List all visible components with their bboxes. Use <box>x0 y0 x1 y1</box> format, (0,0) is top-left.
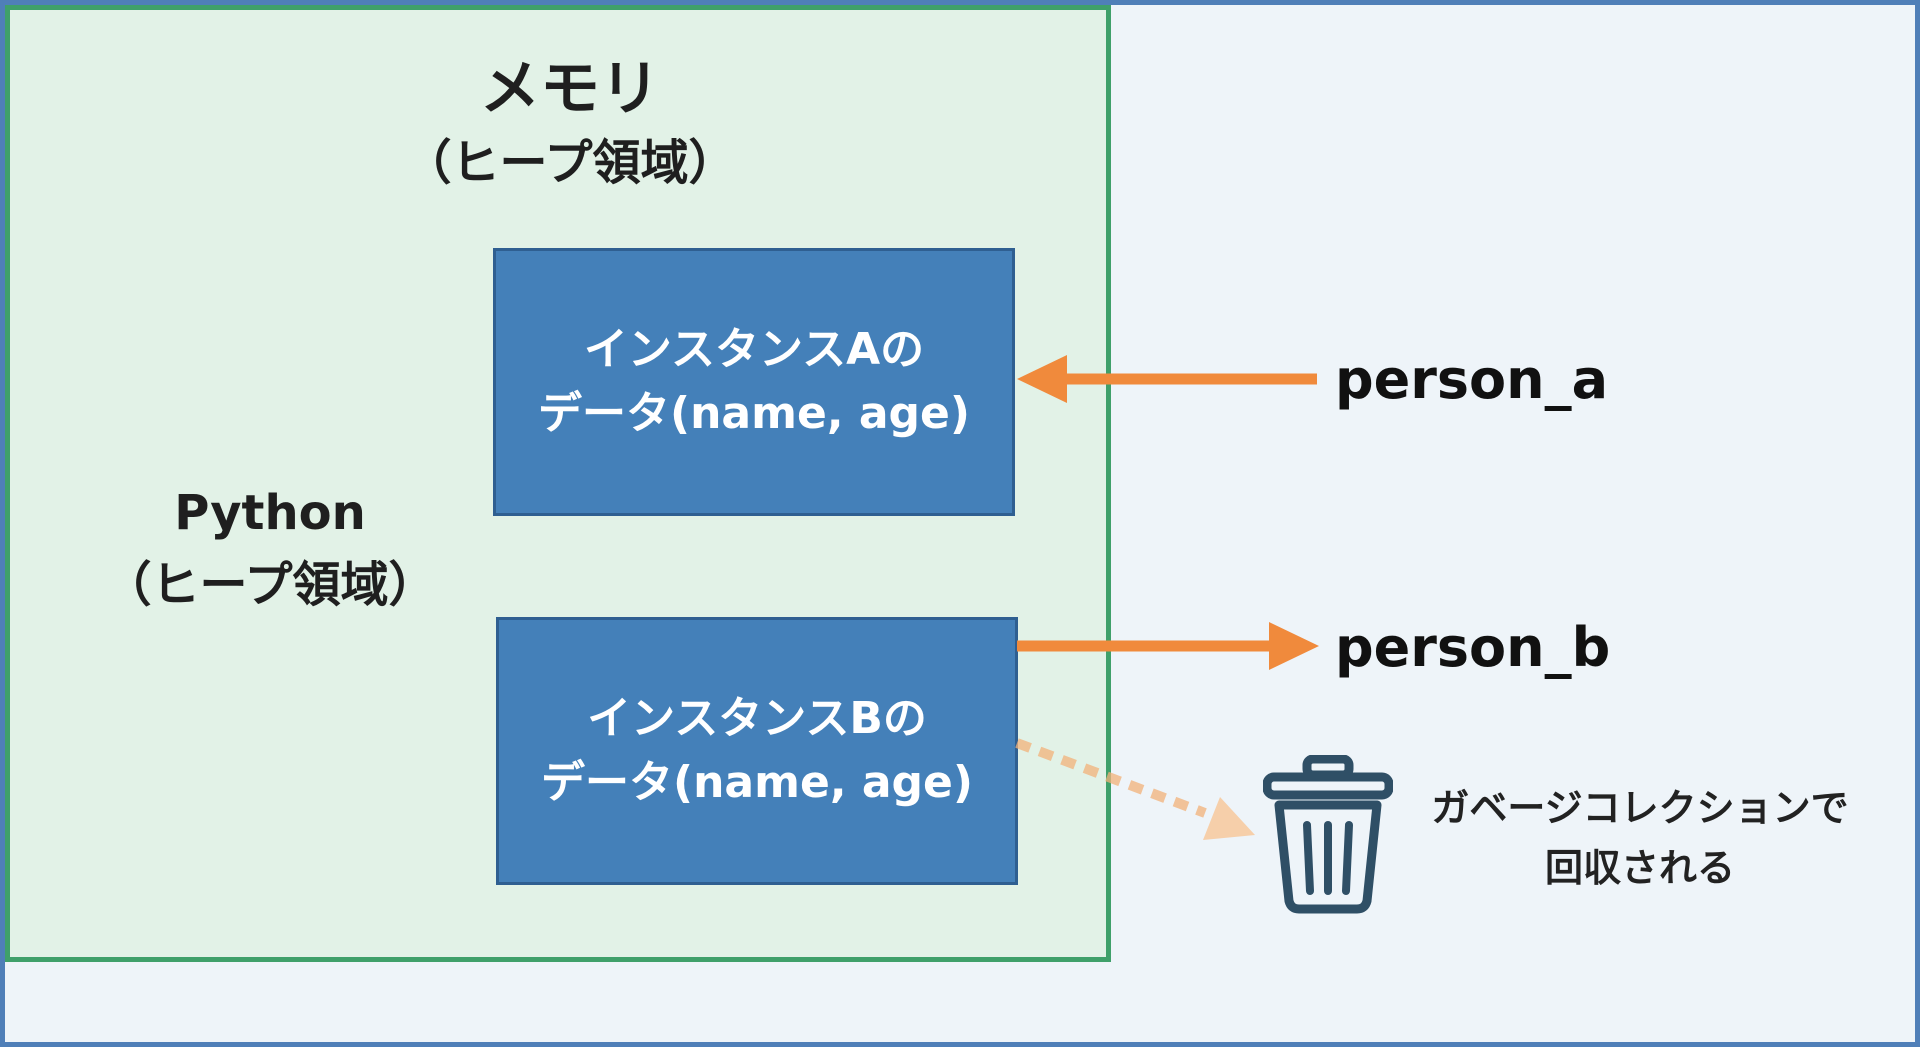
arrow-instance-b-to-trash <box>1015 738 1255 840</box>
arrow-person-a-to-instance-a <box>1017 355 1317 403</box>
python-subtitle: （ヒープ領域） <box>103 557 437 613</box>
garbage-collection-label: ガベージコレクションで 回収される <box>1400 778 1880 898</box>
instance-b-line2: データ(name, age) <box>541 757 973 808</box>
memory-subtitle: （ヒープ領域） <box>403 135 737 191</box>
instance-a-line2: データ(name, age) <box>538 388 970 439</box>
gc-line2: 回収される <box>1544 846 1735 890</box>
gc-line1: ガベージコレクションで <box>1431 786 1849 830</box>
instance-b-line1: インスタンスBの <box>587 693 927 744</box>
memory-title: メモリ <box>480 54 660 124</box>
instance-a-box: インスタンスAの データ(name, age) <box>493 248 1015 516</box>
arrow-instance-b-to-person-b <box>1017 622 1319 670</box>
instance-a-line1: インスタンスAの <box>583 324 925 375</box>
arrows-layer <box>1015 355 1319 840</box>
python-title: Python <box>174 485 366 541</box>
variable-person-a: person_a <box>1335 348 1609 411</box>
trash-icon <box>1263 755 1393 914</box>
instance-b-box: インスタンスBの データ(name, age) <box>496 617 1018 885</box>
variable-person-b: person_b <box>1335 616 1611 679</box>
